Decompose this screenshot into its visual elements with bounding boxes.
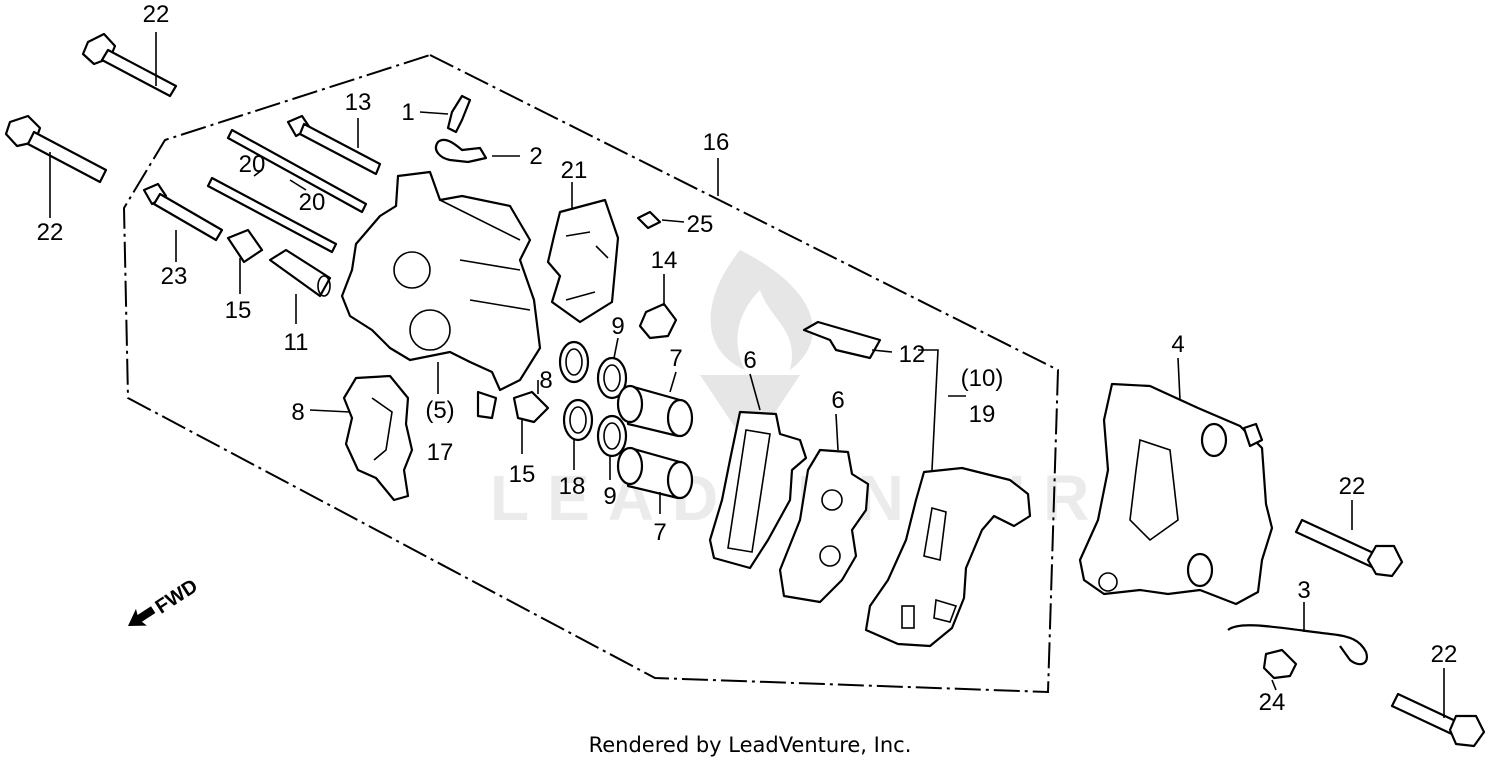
- seal-18-upper[interactable]: [558, 340, 590, 384]
- callout-15: 15: [225, 297, 252, 324]
- callout-9: 9: [603, 483, 616, 510]
- callout-8: 8: [291, 399, 304, 426]
- callout-11: 11: [284, 329, 309, 356]
- callout-labels: 22 22 1 2 13 20 20 23 15 11 21 25 14 16 …: [37, 1, 1458, 716]
- footer-credit: Rendered by LeadVenture, Inc.: [588, 733, 912, 757]
- caliper-bracket-10[interactable]: [864, 466, 1032, 648]
- boot-15-left[interactable]: [226, 228, 264, 264]
- bleeder-valve-1[interactable]: [446, 94, 472, 134]
- callout-5: (5): [425, 397, 454, 424]
- seal-9-lower[interactable]: [596, 414, 628, 458]
- caliper-body-5[interactable]: [340, 170, 542, 420]
- bolt-23[interactable]: [142, 182, 224, 242]
- callout-17: 17: [427, 439, 454, 466]
- pin-20-lower[interactable]: [206, 176, 338, 254]
- callout-25: 25: [687, 211, 714, 238]
- pin-20-upper[interactable]: [226, 128, 368, 214]
- callout-22: 22: [37, 219, 64, 246]
- boot-15-center[interactable]: [512, 390, 550, 424]
- seal-18-lower[interactable]: [562, 398, 594, 442]
- sleeve-11[interactable]: [268, 248, 332, 298]
- callout-22: 22: [1431, 641, 1458, 668]
- callout-12: 12: [899, 341, 926, 368]
- leader-lines: [49, 32, 1445, 718]
- callout-13: 13: [345, 89, 372, 116]
- callout-14: 14: [651, 247, 678, 274]
- callout-7: 7: [653, 519, 666, 546]
- brake-pad-6-left[interactable]: [708, 410, 808, 570]
- bolt-22-left[interactable]: [4, 114, 108, 184]
- fwd-label: FWD: [152, 575, 202, 618]
- callout-22: 22: [1339, 473, 1366, 500]
- callout-15: 15: [509, 461, 536, 488]
- callout-8: 8: [539, 367, 552, 394]
- bolt-22-right-lower[interactable]: [1390, 692, 1486, 748]
- retainer-8[interactable]: [342, 374, 414, 502]
- seal-9-upper[interactable]: [596, 356, 628, 400]
- piston-7-lower[interactable]: [616, 446, 694, 500]
- callout-21: 21: [561, 157, 588, 184]
- callout-6: 6: [831, 387, 844, 414]
- callout-1: 1: [401, 99, 414, 126]
- shim-12[interactable]: [802, 320, 882, 360]
- callout-20: 20: [239, 151, 266, 178]
- callout-24: 24: [1259, 689, 1286, 716]
- callout-22: 22: [143, 1, 170, 28]
- callout-2: 2: [529, 143, 542, 170]
- brake-pad-6-right[interactable]: [778, 448, 870, 604]
- callout-23: 23: [161, 263, 188, 290]
- callout-7: 7: [669, 345, 682, 372]
- callout-4: 4: [1171, 331, 1184, 358]
- callout-16: 16: [703, 129, 730, 156]
- callout-10: (10): [961, 365, 1004, 392]
- bolt-22-right-upper[interactable]: [1294, 518, 1404, 578]
- screw-25[interactable]: [636, 210, 662, 230]
- assembly-boundary: [122, 53, 1060, 694]
- caliper-assembly-4[interactable]: [1078, 382, 1274, 606]
- callout-3: 3: [1297, 577, 1310, 604]
- callout-6: 6: [743, 347, 756, 374]
- callout-19: 19: [969, 401, 996, 428]
- bleeder-cap-2[interactable]: [434, 138, 488, 164]
- bolt-13[interactable]: [286, 114, 382, 176]
- callout-20: 20: [299, 189, 326, 216]
- piston-7-upper[interactable]: [616, 384, 694, 438]
- bolt-22-top[interactable]: [81, 32, 178, 98]
- callout-18: 18: [559, 473, 586, 500]
- clip-3[interactable]: [1227, 624, 1368, 666]
- pad-spring-21[interactable]: [546, 198, 620, 324]
- bolt-24[interactable]: [1262, 648, 1298, 680]
- plug-14[interactable]: [638, 302, 678, 340]
- callout-9: 9: [611, 313, 624, 340]
- forward-direction-arrow: FWD: [128, 575, 202, 626]
